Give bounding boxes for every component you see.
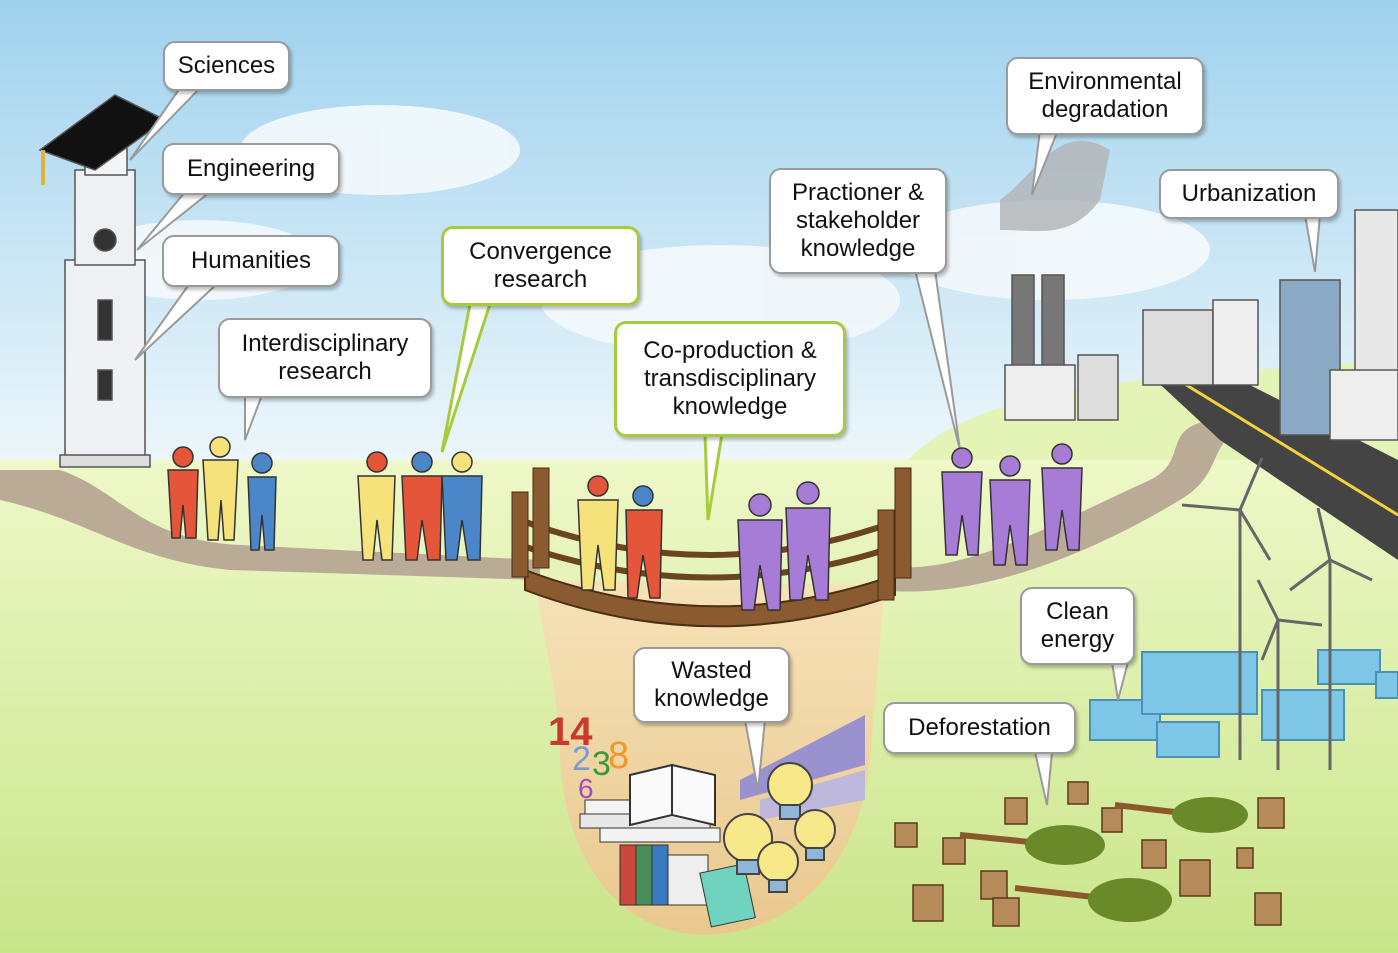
book-stack	[579, 763, 756, 928]
label-wasted-knowledge: Wasted knowledge	[633, 647, 790, 723]
fallen-trees	[959, 797, 1248, 922]
label-coproduction-transdisciplinary: Co-production & transdisciplinary knowle…	[614, 321, 846, 437]
label-deforestation: Deforestation	[883, 702, 1076, 754]
pit-number-14: 14	[548, 710, 593, 754]
lightbulbs	[723, 762, 836, 893]
label-urbanization: Urbanization	[1159, 169, 1339, 219]
path	[0, 470, 540, 580]
university-tower	[38, 94, 167, 468]
label-engineering: Engineering	[162, 143, 340, 195]
people-group-1	[167, 436, 277, 551]
city-buildings	[1142, 209, 1398, 441]
people-group-2	[357, 451, 483, 561]
people-on-bridge	[577, 475, 831, 611]
label-environmental-degradation: Environmental degradation	[1006, 57, 1204, 135]
pit-number-2: 2	[572, 740, 591, 778]
tree-stumps	[894, 781, 1285, 927]
label-sciences: Sciences	[163, 41, 290, 91]
label-interdisciplinary-research: Interdisciplinary research	[218, 318, 432, 398]
wind-turbines	[1181, 457, 1373, 770]
label-convergence-research: Convergence research	[441, 226, 640, 306]
road	[1150, 375, 1398, 560]
rope-bridge	[511, 467, 912, 628]
factory	[1000, 140, 1119, 421]
pit-number-6: 6	[578, 773, 594, 804]
label-humanities: Humanities	[162, 235, 340, 287]
label-practitioner-stakeholder: Practioner & stakeholder knowledge	[769, 168, 947, 274]
pit-number-8: 8	[608, 735, 629, 777]
people-group-purple	[941, 443, 1083, 566]
pit-number-3: 3	[592, 745, 611, 783]
bubble-tails	[129, 87, 1322, 806]
label-clean-energy: Clean energy	[1020, 587, 1135, 665]
